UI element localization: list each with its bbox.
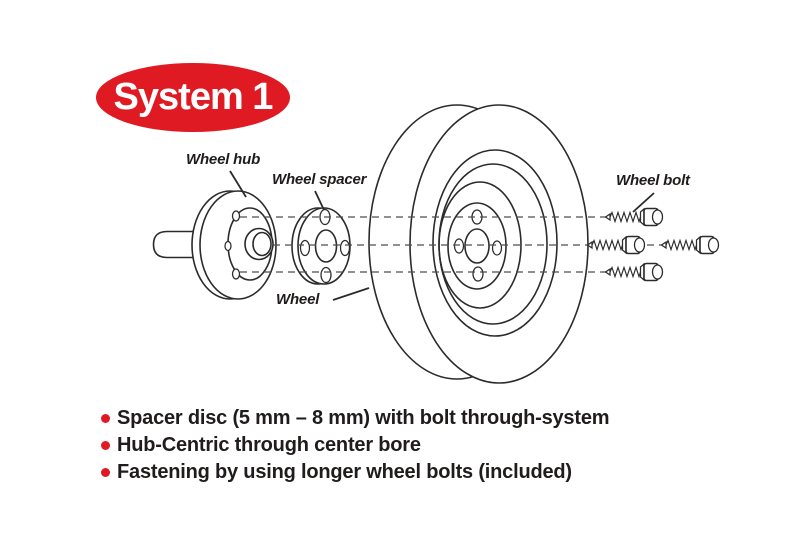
label-wheel: Wheel (276, 291, 320, 308)
hub-bore (252, 231, 272, 257)
spacer-bolt-hole (320, 266, 332, 284)
label-wheel-bolt: Wheel bolt (616, 172, 690, 189)
wheel-spacer-drawing (291, 207, 351, 285)
wheel-hub-drawing (152, 190, 277, 300)
wheel-hub-face (447, 202, 507, 290)
feature-text: Hub-Centric through center bore (117, 434, 421, 456)
feature-item: Hub-Centric through center bore (101, 432, 609, 459)
label-wheel-spacer: Wheel spacer (272, 171, 367, 188)
hub-stud-hole (224, 240, 232, 252)
wheel-drawing (368, 104, 589, 384)
leader-line-wheel-hub (229, 170, 247, 198)
spacer-bolt-hole (299, 239, 311, 257)
feature-item: Spacer disc (5 mm – 8 mm) with bolt thro… (101, 405, 610, 432)
system-badge-label: System 1 (113, 76, 274, 118)
rim-outer (432, 149, 558, 337)
wheel-bolt-hole (453, 238, 465, 254)
leader-line-wheel-bolt (632, 192, 655, 213)
wheel-bolt-drawing (604, 262, 664, 282)
feature-text: Spacer disc (5 mm – 8 mm) with bolt thro… (117, 407, 610, 429)
label-wheel-hub: Wheel hub (186, 151, 261, 168)
spacer-bore (314, 229, 338, 263)
axle-shaft (152, 230, 205, 259)
hub-stud-hole (231, 210, 241, 222)
bullet-dot (101, 441, 110, 450)
hub-stud-hole (231, 268, 241, 280)
feature-item: Fastening by using longer wheel bolts (i… (101, 459, 609, 486)
rim-well (438, 181, 522, 309)
spacer-bolt-hole (339, 239, 351, 257)
feature-list: Spacer disc (5 mm – 8 mm) with bolt thro… (101, 405, 610, 486)
leader-line-wheel-spacer (314, 190, 325, 211)
wheel-center-bore (464, 228, 490, 264)
bullet-dot (101, 468, 110, 477)
wheel-bolt-drawing (660, 235, 720, 255)
system-badge: System 1 (96, 63, 290, 132)
leader-line-wheel (332, 287, 370, 301)
feature-text: Fastening by using longer wheel bolts (i… (117, 461, 572, 483)
wheel-bolt-hole (472, 266, 484, 282)
wheel-bolt-drawing (586, 235, 646, 255)
wheel-bolt-hole (491, 240, 503, 256)
bullet-dot (101, 414, 110, 423)
